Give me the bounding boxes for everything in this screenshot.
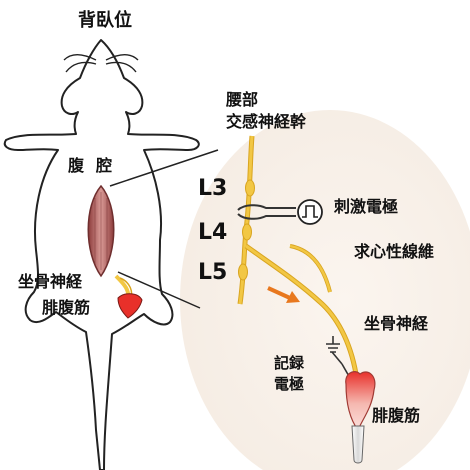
label-abdominal-cavity: 腹腔 [68, 158, 124, 174]
label-l5: L5 [198, 262, 227, 284]
ganglion-l3 [246, 180, 255, 196]
label-rec-line1: 記録 [274, 356, 304, 371]
label-sciatic-right: 坐骨神経 [364, 316, 428, 332]
label-recording-electrode: 記録 電極 [274, 356, 304, 392]
title-supine: 背臥位 [78, 12, 132, 30]
label-gastrocnemius-right: 腓腹筋 [372, 408, 420, 424]
tendon [352, 426, 364, 463]
pulse-icon-circle [298, 200, 322, 224]
label-l4: L4 [198, 222, 227, 244]
label-rec-line2: 電極 [274, 377, 304, 392]
zoom-background [180, 110, 470, 470]
label-sciatic-left: 坐骨神経 [18, 274, 82, 290]
label-stimulating-electrode: 刺激電極 [334, 199, 398, 215]
ganglion-l4 [243, 224, 252, 240]
label-gastrocnemius-left: 腓腹筋 [42, 300, 90, 316]
label-l3: L3 [198, 178, 227, 200]
label-lumbar-line1: 腰部 [226, 92, 306, 108]
label-afferent-fibers: 求心性線維 [354, 244, 434, 260]
ganglion-l5 [239, 264, 248, 280]
label-lumbar-line2: 交感神経幹 [226, 114, 306, 130]
label-lumbar-trunk: 腰部 交感神経幹 [226, 92, 306, 130]
